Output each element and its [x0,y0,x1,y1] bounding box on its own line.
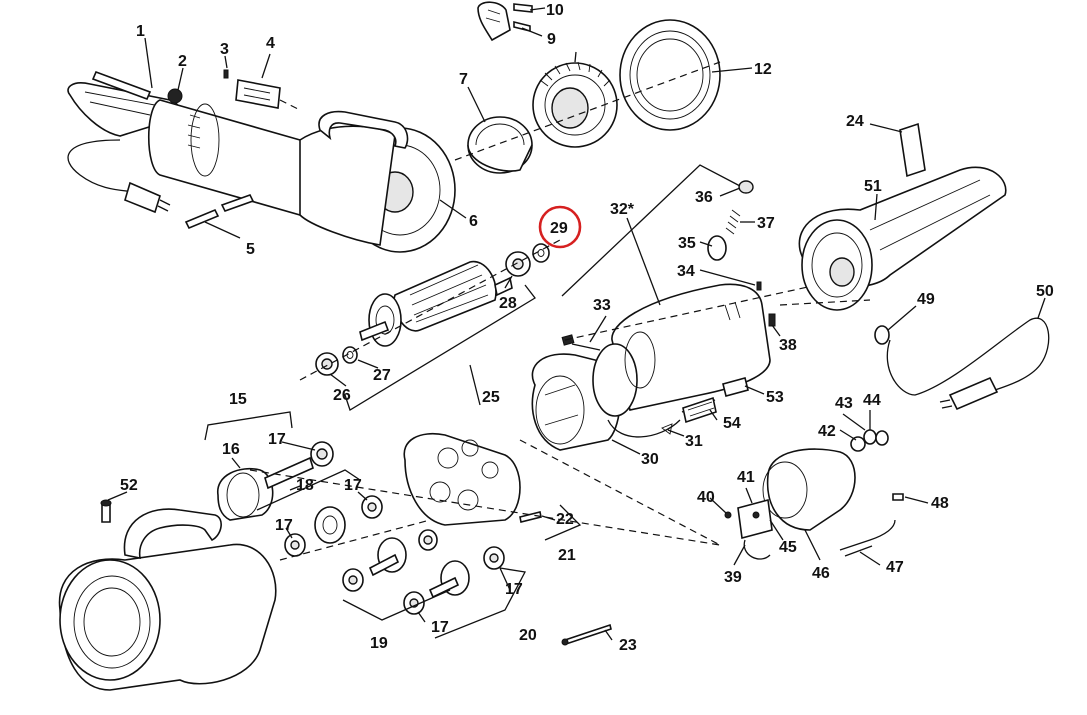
leader-lines [107,7,1046,641]
label-1: 1 [136,23,145,40]
label-41: 41 [737,469,755,486]
label-42: 42 [818,423,836,440]
label-45: 45 [779,539,797,556]
label-16: 16 [222,441,240,458]
label-38: 38 [779,337,797,354]
label-47: 47 [886,559,904,576]
label-19: 19 [370,635,388,652]
label-17b: 17 [344,477,362,494]
part-labels: 1 2 3 4 5 6 7 9 10 12 15 16 17 17 17 17 … [120,2,1054,654]
label-26: 26 [333,387,351,404]
gear-case-assembly [58,433,721,691]
label-20: 20 [519,627,537,644]
label-12: 12 [754,61,772,78]
label-51: 51 [864,178,882,195]
label-9: 9 [547,31,556,48]
label-44: 44 [863,392,881,409]
label-23: 23 [619,637,637,654]
label-29: 29 [550,220,568,237]
highlight-circle-29 [538,205,582,249]
armature-assembly [299,239,561,381]
label-28: 28 [499,295,517,312]
label-5: 5 [246,241,255,258]
label-52: 52 [120,477,138,494]
label-17d: 17 [505,581,523,598]
ring-parts-top [454,1,721,174]
label-33: 33 [593,297,611,314]
label-54: 54 [723,415,741,432]
label-50: 50 [1036,283,1054,300]
label-53: 53 [766,389,784,406]
label-34: 34 [677,263,695,280]
label-48: 48 [931,495,949,512]
label-39: 39 [724,569,742,586]
label-30: 30 [641,451,659,468]
label-18: 18 [296,477,314,494]
label-15: 15 [229,391,247,408]
label-17a: 17 [268,431,286,448]
label-49: 49 [917,291,935,308]
label-35: 35 [678,235,696,252]
label-10: 10 [546,2,564,19]
label-31: 31 [685,433,703,450]
label-7: 7 [459,71,468,88]
label-43: 43 [835,395,853,412]
label-3: 3 [220,41,229,58]
label-2: 2 [178,53,187,70]
label-21: 21 [558,547,576,564]
label-40: 40 [697,489,715,506]
power-drive-assembly [67,69,456,253]
label-6: 6 [469,213,478,230]
motor-housing-assembly [531,180,841,451]
label-22: 22 [556,511,574,528]
label-17c: 17 [275,517,293,534]
label-36: 36 [695,189,713,206]
label-17e: 17 [431,619,449,636]
switch-assembly [724,429,904,560]
label-4: 4 [266,35,275,52]
label-27: 27 [373,367,391,384]
label-32: 32* [610,201,635,218]
label-24: 24 [846,113,864,130]
rear-handle-assembly [779,122,1050,411]
label-46: 46 [812,565,830,582]
label-37: 37 [757,215,775,232]
label-25: 25 [482,389,500,406]
